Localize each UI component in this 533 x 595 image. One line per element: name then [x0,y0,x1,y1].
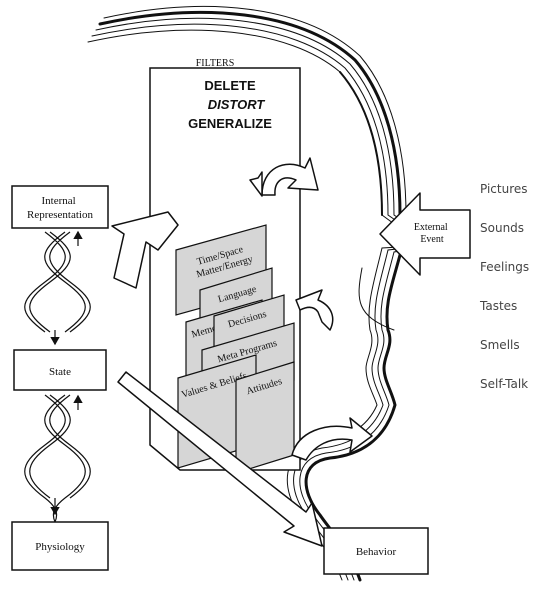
curved-arrow-middle [296,290,333,330]
box-state: State [14,350,106,390]
rope-state-physiology [25,395,91,522]
sense-self-talk: Self-Talk [480,377,528,391]
filter-generalize: GENERALIZE [188,116,272,131]
card-attitudes: Attitudes [236,362,294,473]
external-event-line2: Event [420,234,444,245]
sensory-list: Pictures Sounds Feelings Tastes Smells S… [479,182,529,391]
sense-pictures: Pictures [480,182,528,196]
filter-distort: DISTORT [208,97,266,112]
filter-delete: DELETE [204,78,256,93]
behavior-label: Behavior [356,546,397,558]
curved-arrow-bottom [292,418,372,460]
sense-tastes: Tastes [479,299,517,313]
state-label: State [49,366,71,378]
physiology-label: Physiology [35,541,85,553]
box-internal-representation: Internal Representation [12,186,108,228]
sense-smells: Smells [480,338,520,352]
box-behavior: Behavior [324,528,428,574]
internal-representation-line2: Representation [27,209,93,221]
rope-representation-state [25,232,91,332]
box-physiology: Physiology [12,522,108,570]
external-event-line1: External [414,222,448,233]
sense-sounds: Sounds [480,221,524,235]
internal-representation-line1: Internal [42,195,76,207]
sense-feelings: Feelings [480,260,529,274]
